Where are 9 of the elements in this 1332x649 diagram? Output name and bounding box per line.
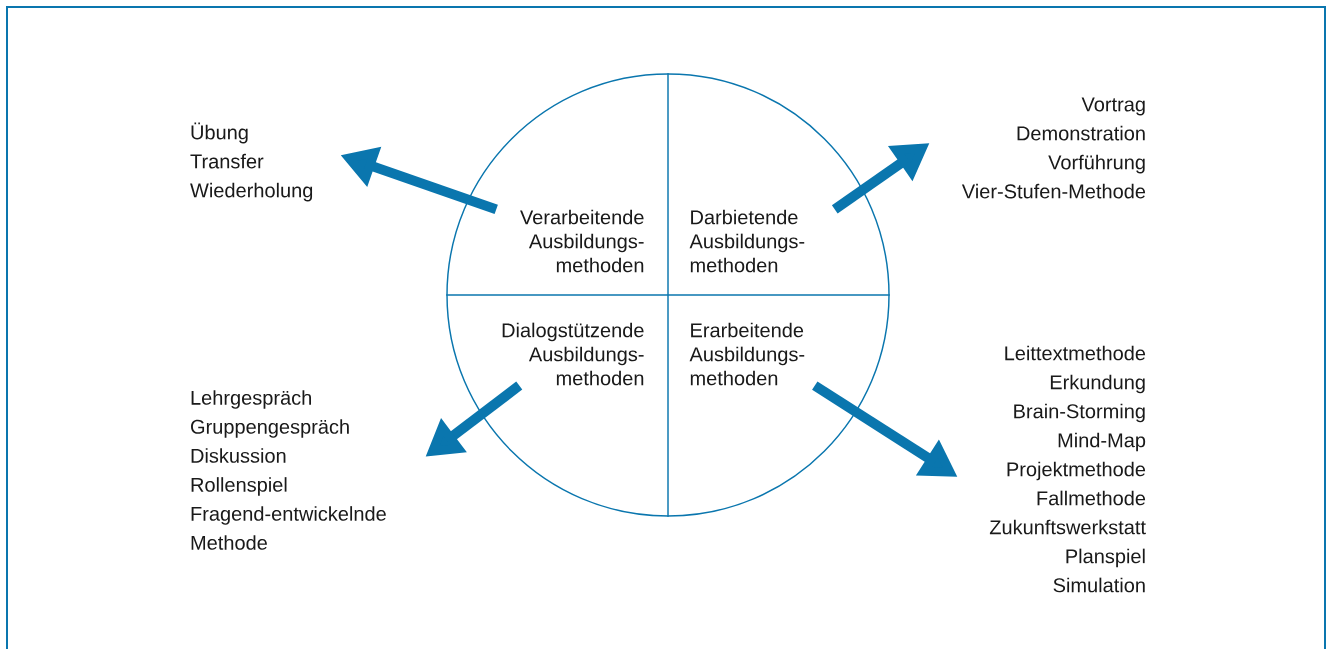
method-list: Vortrag Demonstration Vorführung Vier-Stufen-Methode — [961, 97, 1146, 199]
quadrant-label: Verarbeitende Ausbildungs- methoden — [520, 209, 644, 273]
quadrant-circle — [446, 73, 890, 517]
method-list: Übung Transfer Wiederholung — [190, 122, 313, 202]
quadrant-label: Dialogstützende Ausbildungs- methoden — [502, 322, 644, 386]
method-list: Leittextmethode Erkundung Brain-Storming Mind-Map Projektmethode Fallmethode Zukunftswerkstatt Planspiel Simulation — [989, 345, 1146, 593]
quadrant-label: Erarbeitende Ausbildungs- methoden — [689, 322, 805, 386]
method-list: Lehrgespräch Gruppengespräch Diskussion Rollenspiel Fragend-entwickelnde Methode — [191, 390, 386, 550]
quadrant-label: Darbietende Ausbildungs- methoden — [689, 209, 805, 273]
